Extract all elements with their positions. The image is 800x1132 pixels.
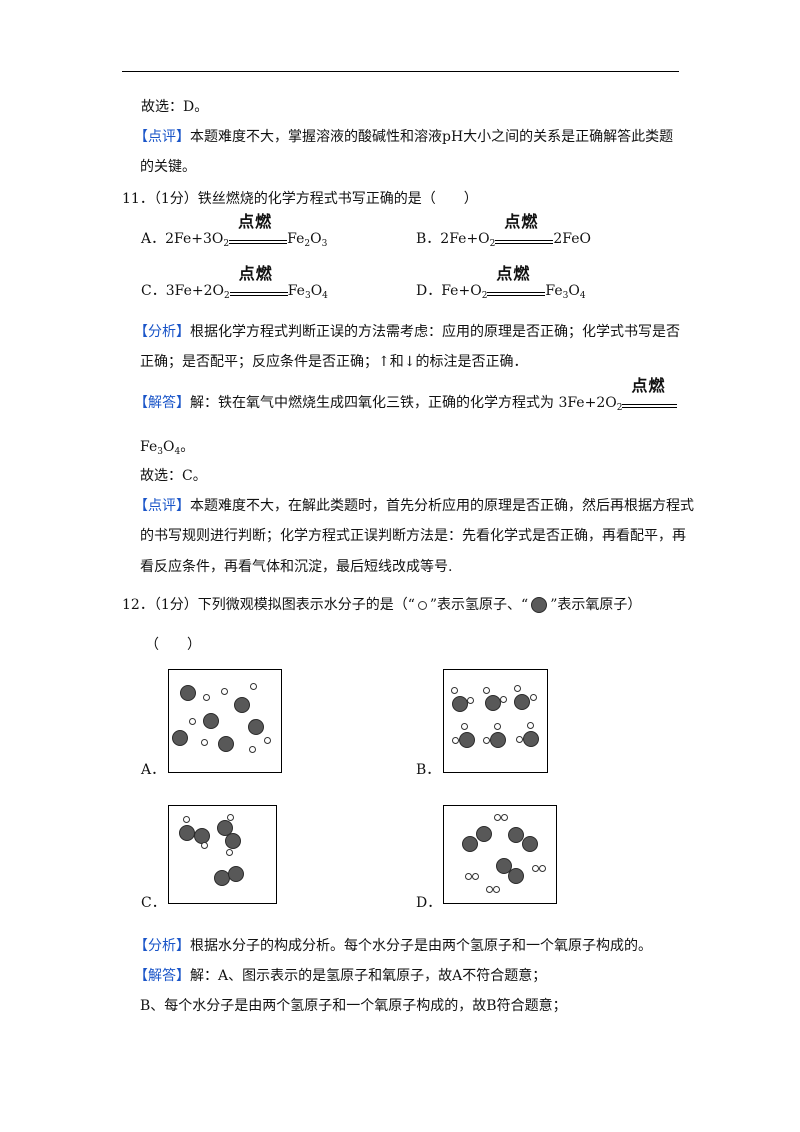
hydrogen-atom — [500, 696, 507, 703]
q12-label-c: C． — [141, 895, 166, 911]
oxygen-atom — [459, 732, 475, 748]
hydrogen-atom — [465, 873, 472, 880]
oxygen-atom — [476, 826, 492, 842]
oxygen-atom — [522, 836, 538, 852]
oxygen-atom — [234, 697, 250, 713]
hydrogen-atom — [486, 886, 493, 893]
oxygen-atom — [225, 833, 241, 849]
hydrogen-atom — [501, 814, 508, 821]
q12-paren: （ ） — [145, 637, 201, 653]
hydrogen-atom — [514, 685, 521, 692]
oxygen-atom — [485, 695, 501, 711]
oxygen-atom — [514, 694, 530, 710]
oxygen-atom-legend-icon — [531, 597, 548, 613]
q11-comment-line-1: 【点评】本题难度不大，在解此类题时，首先分析应用的原理是否正确，然后再根据方程式 — [134, 498, 694, 514]
hydrogen-atom — [227, 814, 234, 821]
q11-answer: 故选：C。 — [140, 468, 207, 484]
prev-comment-line-2: 的关键。 — [140, 159, 196, 175]
hydrogen-atom — [461, 723, 468, 730]
q12-label-d: D． — [416, 895, 442, 911]
hydrogen-atom — [201, 842, 208, 849]
q12-solution-line-1: 【解答】解：A、图示表示的是氢原子和氧原子，故A不符合题意； — [134, 968, 547, 984]
oxygen-atom — [172, 730, 188, 746]
hydrogen-atom — [189, 718, 196, 725]
oxygen-atom — [508, 827, 524, 843]
hydrogen-atom — [467, 697, 474, 704]
hydrogen-atom — [226, 849, 233, 856]
hydrogen-atom — [203, 694, 210, 701]
q12-label-b: B． — [416, 762, 441, 778]
prev-comment-line-1: 【点评】本题难度不大，掌握溶液的酸碱性和溶液pH大小之间的关系是正确解答此类题 — [134, 129, 674, 145]
hydrogen-atom-legend-icon — [417, 600, 427, 610]
q11-stem: 11．（1分）铁丝燃烧的化学方程式书写正确的是（ ） — [122, 191, 478, 207]
prev-answer: 故选：D。 — [141, 99, 209, 115]
oxygen-atom — [248, 719, 264, 735]
hydrogen-atom — [539, 865, 546, 872]
diagram-d — [443, 805, 557, 904]
oxygen-atom — [523, 731, 539, 747]
hydrogen-atom — [493, 886, 500, 893]
oxygen-atom — [452, 696, 468, 712]
reaction-arrow: 点燃 — [495, 212, 554, 249]
header-rule — [122, 71, 679, 72]
reaction-arrow: 点燃 — [229, 212, 288, 249]
q12-solution-line-2: B、每个水分子是由两个氢原子和一个氧原子构成的，故B符合题意； — [140, 998, 567, 1014]
q11-comment-line-3: 看反应条件，再看气体和沉淀，最后短线改成等号. — [140, 559, 453, 575]
hydrogen-atom — [516, 736, 523, 743]
comment-tag: 【点评】 — [134, 129, 190, 145]
hydrogen-atom — [250, 683, 257, 690]
hydrogen-atom — [532, 865, 539, 872]
q11-comment-line-2: 的书写规则进行判断；化学方程式正误判断方法是：先看化学式是否正确，再看配平，再 — [140, 528, 686, 544]
oxygen-atom — [228, 866, 244, 882]
oxygen-atom — [508, 868, 524, 884]
q11-solution-line-2: Fe3O4。 — [140, 439, 195, 457]
hydrogen-atom — [472, 873, 479, 880]
reaction-arrow: 点燃 — [487, 264, 546, 301]
q11-analysis-line-1: 【分析】根据化学方程式判断正误的方法需考虑：应用的原理是否正确；化学式书写是否 — [134, 324, 680, 340]
hydrogen-atom — [527, 722, 534, 729]
oxygen-atom — [180, 685, 196, 701]
hydrogen-atom — [452, 737, 459, 744]
hydrogen-atom — [451, 687, 458, 694]
hydrogen-atom — [201, 739, 208, 746]
hydrogen-atom — [483, 687, 490, 694]
hydrogen-atom — [494, 723, 501, 730]
hydrogen-atom — [221, 688, 228, 695]
q12-analysis: 【分析】根据水分子的构成分析。每个水分子是由两个氢原子和一个氧原子构成的。 — [134, 938, 652, 954]
q11-analysis-line-2: 正确；是否配平；反应条件是否正确；↑和↓的标注是否正确． — [140, 354, 528, 370]
oxygen-atom — [490, 732, 506, 748]
hydrogen-atom — [183, 816, 190, 823]
oxygen-atom — [179, 825, 195, 841]
q12-stem: 12．（1分）下列微观模拟图表示水分子的是（“”表示氢原子、“”表示氧原子） — [122, 597, 642, 613]
oxygen-atom — [217, 820, 233, 836]
hydrogen-atom — [264, 737, 271, 744]
diagram-b — [443, 669, 548, 773]
hydrogen-atom — [483, 737, 490, 744]
reaction-arrow: 点燃 — [622, 376, 678, 413]
hydrogen-atom — [530, 694, 537, 701]
hydrogen-atom — [494, 814, 501, 821]
reaction-arrow: 点燃 — [229, 264, 288, 301]
diagram-c — [168, 805, 277, 904]
oxygen-atom — [218, 736, 234, 752]
q12-label-a: A． — [141, 762, 166, 778]
hydrogen-atom — [249, 746, 256, 753]
oxygen-atom — [462, 836, 478, 852]
oxygen-atom — [203, 713, 219, 729]
diagram-a — [168, 669, 282, 773]
oxygen-atom — [496, 858, 512, 874]
